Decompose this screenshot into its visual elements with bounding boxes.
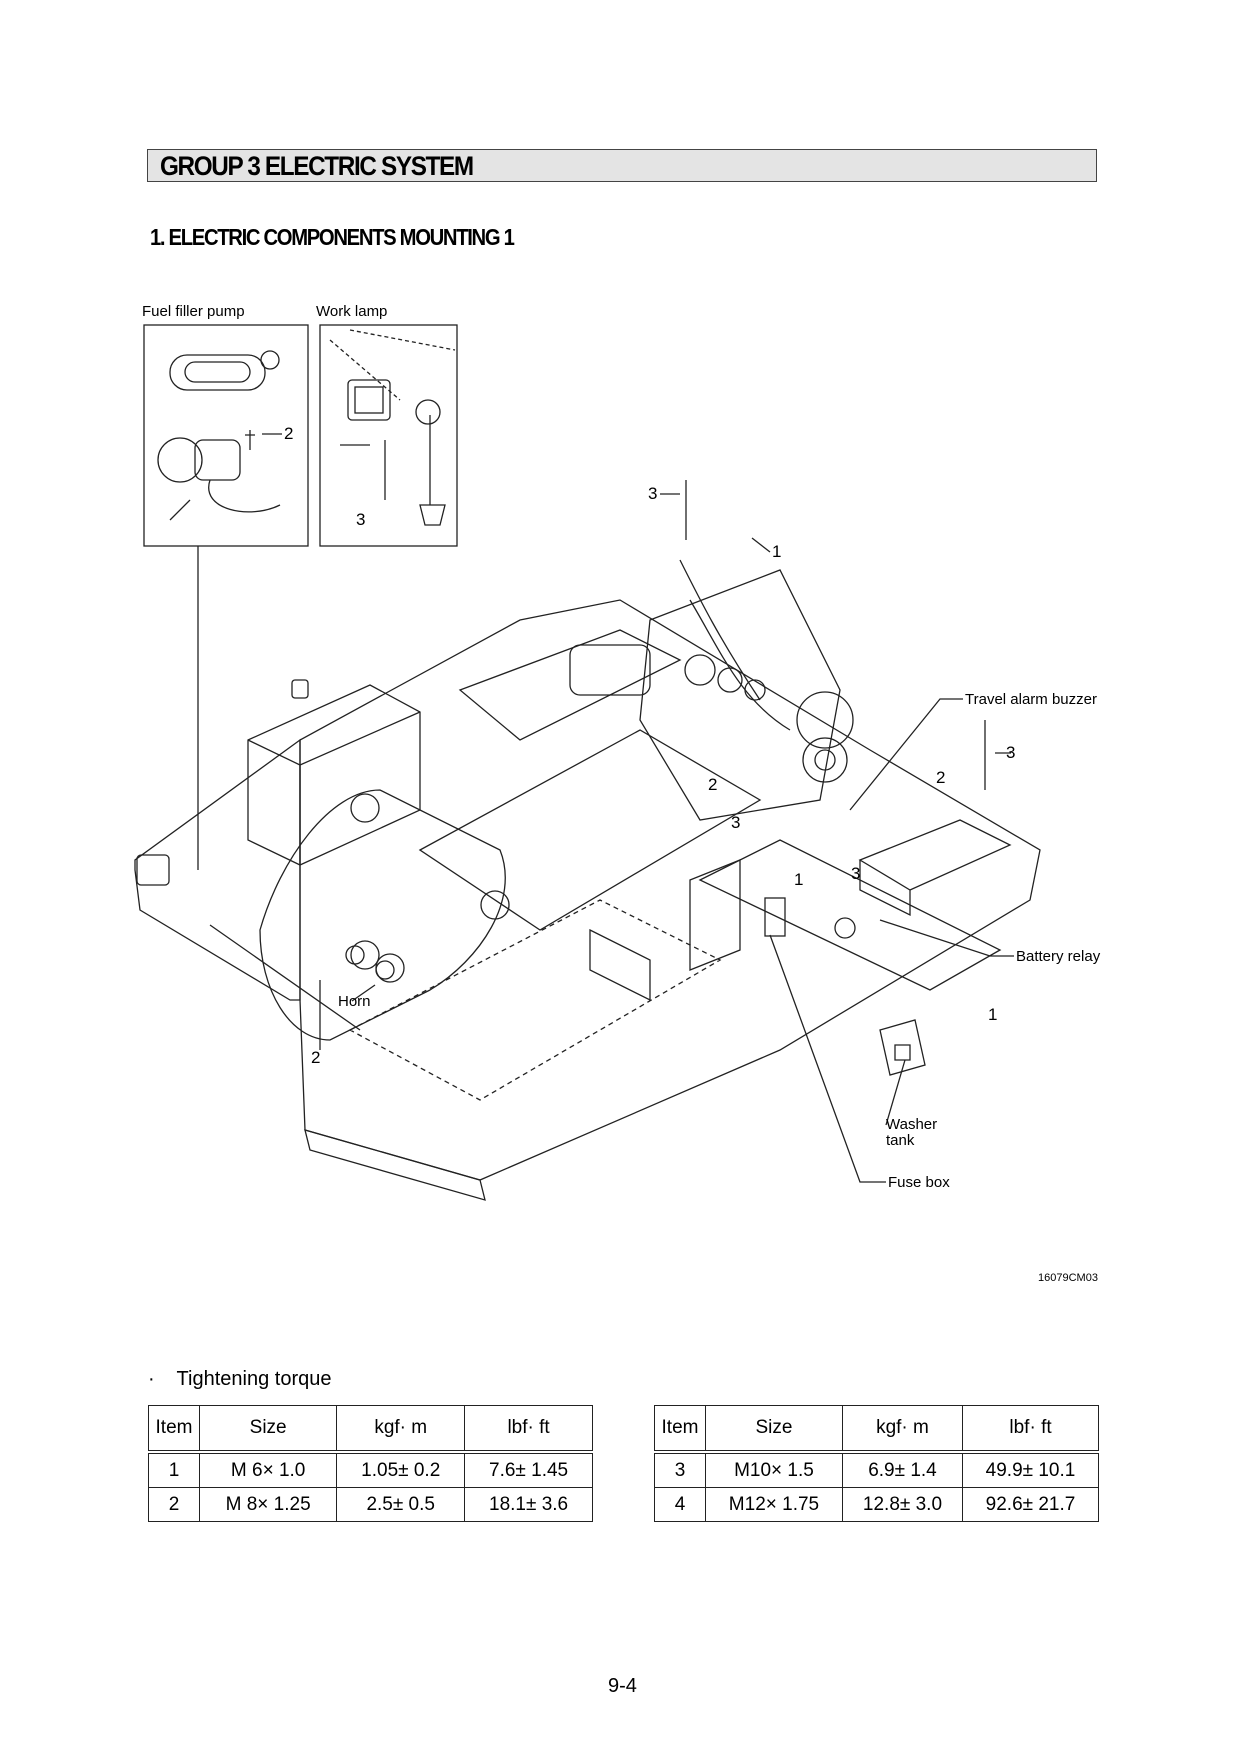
cell-size: M 6× 1.0 — [198, 1451, 338, 1488]
table-row: 2 M 8× 1.25 2.5± 0.5 18.1± 3.6 — [148, 1487, 593, 1522]
label-washer-tank: Washer tank — [886, 1116, 938, 1149]
callout-number: 1 — [988, 1005, 998, 1024]
torque-title: Tightening torque — [176, 1368, 332, 1390]
group-title: GROUP 3 ELECTRIC SYSTEM — [160, 151, 474, 181]
cell-lbfft: 18.1± 3.6 — [464, 1487, 593, 1522]
callout-number: 2 — [311, 1048, 321, 1067]
callout-number: 3 — [648, 484, 658, 503]
cell-size: M10× 1.5 — [705, 1451, 843, 1488]
work-lamp-drawing — [329, 329, 456, 526]
fuse-box — [689, 859, 786, 971]
cell-kgfm: 6.9± 1.4 — [841, 1451, 964, 1488]
callout-number: 2 — [284, 424, 294, 443]
cell-kgfm: 1.05± 0.2 — [336, 1451, 466, 1488]
callout-number: 3 — [851, 864, 861, 883]
fuel-filler-pump-drawing — [157, 350, 281, 521]
work-lamp-inset — [319, 324, 458, 547]
work-lamp-mounted — [136, 854, 170, 886]
label-fuel-filler-pump: Fuel filler pump — [142, 303, 245, 320]
label-fuse-box: Fuse box — [888, 1174, 950, 1191]
label-battery-relay: Battery relay — [1016, 948, 1101, 965]
cell-lbfft: 49.9± 10.1 — [962, 1451, 1099, 1488]
cell-item: 2 — [148, 1487, 200, 1522]
header-item: Item — [148, 1405, 200, 1454]
callout-number: 3 — [356, 510, 366, 529]
callout-number: 3 — [1006, 743, 1016, 762]
header-size: Size — [705, 1405, 843, 1454]
upper-frame — [134, 599, 1041, 1201]
fuel-filler-pump-inset — [143, 324, 309, 547]
group-header-bar — [147, 149, 1097, 182]
cell-item: 1 — [148, 1451, 200, 1488]
page-number: 9-4 — [608, 1675, 637, 1697]
cell-item: 3 — [654, 1451, 706, 1488]
battery — [834, 819, 1012, 939]
torque-table-right: Item Size kgf· m lbf· ft 3 M10× 1.5 6.9±… — [654, 1405, 1099, 1522]
header-item: Item — [654, 1405, 706, 1454]
table-row: 1 M 6× 1.0 1.05± 0.2 7.6± 1.45 — [148, 1451, 593, 1488]
table-header-row: Item Size kgf· m lbf· ft — [654, 1405, 1099, 1454]
label-travel-alarm-buzzer: Travel alarm buzzer — [965, 691, 1097, 708]
callout-number: 2 — [936, 768, 946, 787]
table-row: 3 M10× 1.5 6.9± 1.4 49.9± 10.1 — [654, 1451, 1099, 1488]
cell-item: 4 — [654, 1487, 706, 1522]
torque-heading: · Tightening torque — [148, 1368, 331, 1391]
hydraulic-tank — [247, 679, 421, 866]
cell-lbfft: 92.6± 21.7 — [962, 1487, 1099, 1522]
callout-number: 1 — [794, 870, 804, 889]
cell-size: M12× 1.75 — [705, 1487, 843, 1522]
cell-size: M 8× 1.25 — [198, 1487, 338, 1522]
cell-kgfm: 2.5± 0.5 — [336, 1487, 466, 1522]
boom-bracket — [259, 789, 510, 1041]
callout-number: 2 — [708, 775, 718, 794]
table-row: 4 M12× 1.75 12.8± 3.0 92.6± 21.7 — [654, 1487, 1099, 1522]
horn — [350, 940, 405, 983]
table-header-row: Item Size kgf· m lbf· ft — [148, 1405, 593, 1454]
header-lbfft: lbf· ft — [962, 1405, 1099, 1454]
cell-kgfm: 12.8± 3.0 — [841, 1487, 964, 1522]
engine — [569, 559, 854, 821]
callout-number: 1 — [772, 542, 782, 561]
header-lbfft: lbf· ft — [464, 1405, 593, 1454]
label-horn: Horn — [338, 993, 371, 1010]
bullet: · — [148, 1368, 155, 1390]
torque-table-left: Item Size kgf· m lbf· ft 1 M 6× 1.0 1.05… — [148, 1405, 593, 1522]
header-kgfm: kgf· m — [841, 1405, 964, 1454]
callout-number: 3 — [731, 813, 741, 832]
section-title: 1. ELECTRIC COMPONENTS MOUNTING 1 — [150, 224, 515, 250]
cell-lbfft: 7.6± 1.45 — [464, 1451, 593, 1488]
leader-lines — [262, 433, 1014, 1183]
header-size: Size — [198, 1405, 338, 1454]
header-kgfm: kgf· m — [336, 1405, 466, 1454]
figure-code: 16079CM03 — [1038, 1272, 1098, 1284]
label-work-lamp: Work lamp — [316, 303, 388, 320]
washer-tank — [879, 1019, 926, 1076]
